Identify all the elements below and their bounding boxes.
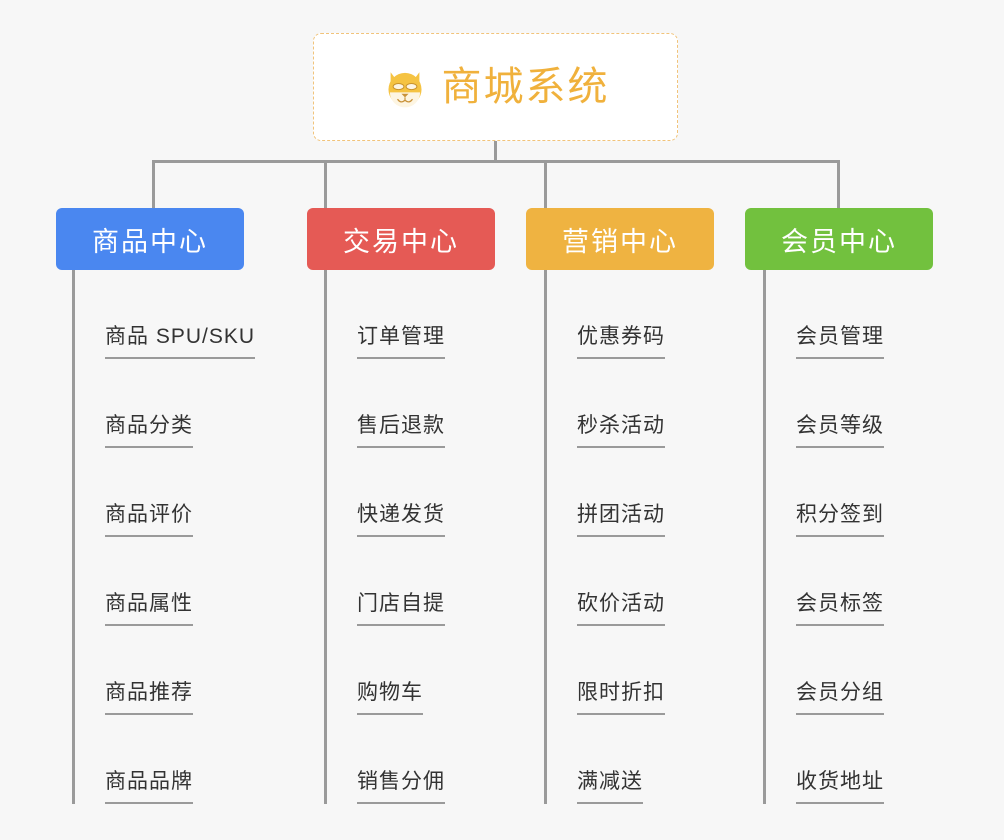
leaf-underline	[577, 713, 665, 715]
dog-face-icon	[382, 65, 428, 111]
leaf-underline	[105, 624, 193, 626]
leaf-column-0: 商品 SPU/SKU 商品分类 商品评价 商品属性 商品推荐 商品品牌	[72, 270, 302, 804]
leaf-item[interactable]: 商品 SPU/SKU	[72, 270, 302, 359]
leaf-item[interactable]: 收货地址	[763, 715, 993, 804]
leaf-item[interactable]: 拼团活动	[544, 448, 774, 537]
leaf-item[interactable]: 销售分佣	[324, 715, 554, 804]
category-label: 商品中心	[92, 226, 208, 257]
leaf-underline	[796, 802, 884, 804]
leaf-label: 拼团活动	[577, 502, 665, 526]
leaf-item[interactable]: 优惠券码	[544, 270, 774, 359]
leaf-underline	[357, 446, 445, 448]
leaf-underline	[796, 624, 884, 626]
leaf-underline	[577, 535, 665, 537]
leaf-column-3: 会员管理 会员等级 积分签到 会员标签 会员分组 收货地址	[763, 270, 993, 804]
leaf-item[interactable]: 快递发货	[324, 448, 554, 537]
leaf-underline	[357, 535, 445, 537]
leaf-item[interactable]: 秒杀活动	[544, 359, 774, 448]
connector-drop-1	[324, 160, 327, 208]
connector-drop-0	[152, 160, 155, 208]
leaf-item[interactable]: 会员标签	[763, 537, 993, 626]
leaf-underline	[357, 357, 445, 359]
leaf-label: 秒杀活动	[577, 413, 665, 437]
leaf-label: 商品分类	[105, 413, 193, 437]
category-label: 营销中心	[562, 226, 678, 257]
leaf-column-2: 优惠券码 秒杀活动 拼团活动 砍价活动 限时折扣 满减送	[544, 270, 774, 804]
leaf-item[interactable]: 会员分组	[763, 626, 993, 715]
leaf-item[interactable]: 商品推荐	[72, 626, 302, 715]
leaf-item[interactable]: 售后退款	[324, 359, 554, 448]
leaf-underline	[577, 357, 665, 359]
leaf-underline	[105, 446, 193, 448]
leaf-item[interactable]: 商品属性	[72, 537, 302, 626]
leaf-label: 限时折扣	[577, 680, 665, 704]
leaf-label: 商品 SPU/SKU	[105, 324, 256, 348]
leaf-item[interactable]: 砍价活动	[544, 537, 774, 626]
category-label: 会员中心	[781, 226, 897, 257]
connector-drop-3	[837, 160, 840, 208]
connector-spine	[324, 270, 327, 804]
leaf-item[interactable]: 商品品牌	[72, 715, 302, 804]
leaf-item[interactable]: 门店自提	[324, 537, 554, 626]
leaf-underline	[577, 446, 665, 448]
connector-horizontal-bus	[152, 160, 840, 163]
leaf-label: 购物车	[357, 680, 423, 704]
leaf-underline	[796, 535, 884, 537]
leaf-item[interactable]: 限时折扣	[544, 626, 774, 715]
leaf-label: 会员标签	[796, 591, 884, 615]
connector-root-stem	[494, 141, 497, 162]
leaf-label: 优惠券码	[577, 324, 665, 348]
leaf-label: 商品推荐	[105, 680, 193, 704]
leaf-label: 快递发货	[357, 502, 445, 526]
leaf-label: 商品品牌	[105, 769, 193, 793]
leaf-item[interactable]: 会员等级	[763, 359, 993, 448]
leaf-label: 会员管理	[796, 324, 884, 348]
connector-spine	[72, 270, 75, 804]
leaf-underline	[577, 624, 665, 626]
leaf-underline	[105, 357, 256, 359]
leaf-label: 积分签到	[796, 502, 884, 526]
leaf-label: 砍价活动	[577, 591, 665, 615]
root-title: 商城系统	[441, 65, 610, 109]
leaf-label: 销售分佣	[357, 769, 445, 793]
leaf-label: 商品评价	[105, 502, 193, 526]
category-header-0[interactable]: 商品中心	[56, 208, 244, 270]
leaf-item[interactable]: 会员管理	[763, 270, 993, 359]
leaf-underline	[105, 713, 193, 715]
leaf-underline	[796, 713, 884, 715]
category-label: 交易中心	[343, 226, 459, 257]
leaf-underline	[796, 446, 884, 448]
leaf-underline	[105, 802, 193, 804]
leaf-item[interactable]: 购物车	[324, 626, 554, 715]
leaf-label: 会员分组	[796, 680, 884, 704]
leaf-column-1: 订单管理 售后退款 快递发货 门店自提 购物车 销售分佣	[324, 270, 554, 804]
leaf-item[interactable]: 满减送	[544, 715, 774, 804]
leaf-item[interactable]: 订单管理	[324, 270, 554, 359]
category-header-3[interactable]: 会员中心	[745, 208, 933, 270]
leaf-underline	[796, 357, 884, 359]
category-header-2[interactable]: 营销中心	[526, 208, 714, 270]
leaf-underline	[357, 802, 445, 804]
leaf-label: 售后退款	[357, 413, 445, 437]
connector-spine	[544, 270, 547, 804]
leaf-item[interactable]: 商品分类	[72, 359, 302, 448]
connector-spine	[763, 270, 766, 804]
leaf-item[interactable]: 商品评价	[72, 448, 302, 537]
leaf-label: 商品属性	[105, 591, 193, 615]
connector-drop-2	[544, 160, 547, 208]
leaf-label: 满减送	[577, 769, 643, 793]
leaf-label: 收货地址	[796, 769, 884, 793]
root-node[interactable]: 商城系统	[313, 33, 678, 141]
leaf-underline	[105, 535, 193, 537]
leaf-label: 订单管理	[357, 324, 445, 348]
leaf-underline	[577, 802, 643, 804]
leaf-label: 会员等级	[796, 413, 884, 437]
leaf-item[interactable]: 积分签到	[763, 448, 993, 537]
category-header-1[interactable]: 交易中心	[307, 208, 495, 270]
leaf-underline	[357, 713, 423, 715]
leaf-label: 门店自提	[357, 591, 445, 615]
leaf-underline	[357, 624, 445, 626]
